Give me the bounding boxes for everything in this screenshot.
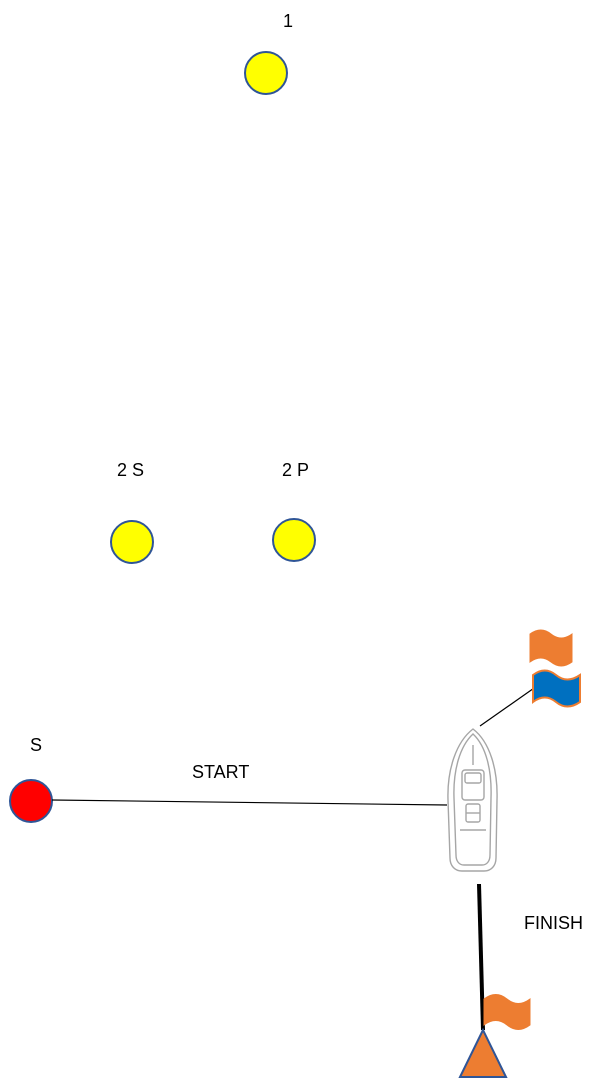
orange-flag-icon <box>530 630 572 666</box>
mark-2s-label: 2 S <box>117 460 144 480</box>
finish-label: FINISH <box>524 913 583 933</box>
mark-1-label: 1 <box>283 11 293 31</box>
start-line <box>52 800 447 805</box>
start-label: START <box>192 762 249 782</box>
mark-1-buoy <box>245 52 287 94</box>
finish-line <box>479 884 483 1030</box>
blue-flag-icon <box>533 671 580 707</box>
flag-staff-line <box>480 686 537 726</box>
mark-2p-label: 2 P <box>282 460 309 480</box>
triangle-buoy-icon <box>460 1030 506 1077</box>
mark-2s-buoy <box>111 521 153 563</box>
mark-s-label: S <box>30 735 42 755</box>
motorboat-icon <box>448 729 497 871</box>
start-pin-buoy <box>10 780 52 822</box>
mark-2p-buoy <box>273 519 315 561</box>
finish-orange-flag-icon <box>484 995 530 1030</box>
